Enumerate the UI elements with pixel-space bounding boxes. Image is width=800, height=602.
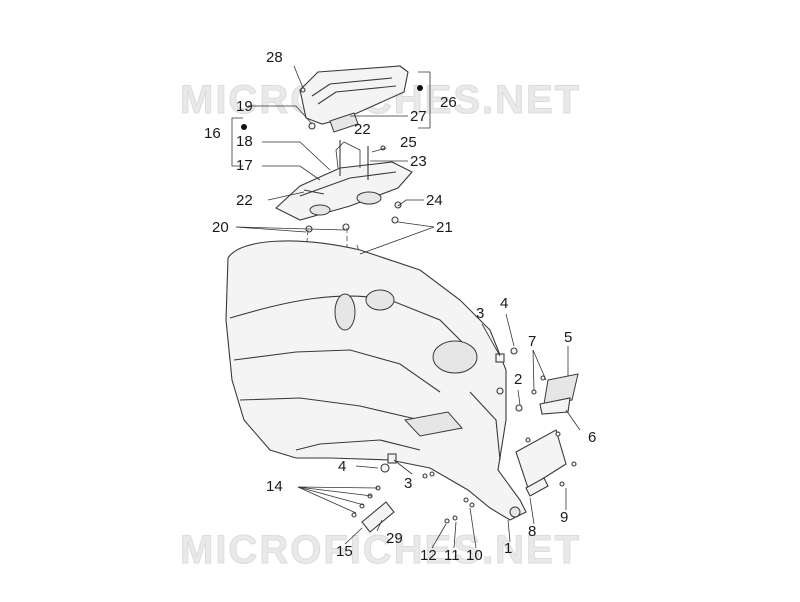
callout-27: 27 <box>410 108 427 125</box>
right-fasteners <box>380 347 546 479</box>
callout-25: 25 <box>400 134 417 151</box>
leader-lines <box>231 65 581 549</box>
callout-5: 5 <box>564 329 572 346</box>
kit-dot-16 <box>241 124 247 130</box>
callout-3-top: 3 <box>476 305 484 322</box>
callout-10: 10 <box>466 547 483 564</box>
callout-22-left: 22 <box>236 192 253 209</box>
watermark-bottom: MICROFICHES.NET <box>180 528 581 572</box>
callout-21: 21 <box>436 219 453 236</box>
callout-23: 23 <box>410 153 427 170</box>
kit-dot-26 <box>417 85 423 91</box>
callout-8: 8 <box>528 523 536 540</box>
rear-body-shell <box>225 240 527 521</box>
callout-16: 16 <box>204 125 221 142</box>
callout-28: 28 <box>266 49 283 66</box>
callout-26: 26 <box>440 94 457 111</box>
callout-4-bottom: 4 <box>338 458 346 475</box>
callout-11: 11 <box>444 547 460 564</box>
screw-28 <box>300 87 306 93</box>
rear-tray-assembly <box>275 140 413 233</box>
callout-12: 12 <box>420 547 437 564</box>
top-cover-assembly <box>299 65 409 133</box>
callout-17: 17 <box>236 157 253 174</box>
callout-22-top: 22 <box>354 121 371 138</box>
callout-6: 6 <box>588 429 596 446</box>
callout-7: 7 <box>528 333 536 350</box>
callout-4-top: 4 <box>500 295 508 312</box>
callout-2: 2 <box>514 371 522 388</box>
callout-19: 19 <box>236 98 253 115</box>
license-plate-holder <box>515 429 577 497</box>
callout-15: 15 <box>336 543 353 560</box>
callout-9: 9 <box>560 509 568 526</box>
callout-14: 14 <box>266 478 283 495</box>
callout-labels: 28 26 19 27 16 22 18 25 17 23 22 24 20 2… <box>204 49 596 564</box>
callout-20: 20 <box>212 219 229 236</box>
small-plate <box>351 485 475 533</box>
cover-pad <box>329 112 359 133</box>
callout-24: 24 <box>426 192 443 209</box>
callout-3-bottom: 3 <box>404 475 412 492</box>
reflector-assembly <box>539 373 579 415</box>
callout-18: 18 <box>236 133 253 150</box>
callout-29: 29 <box>386 530 403 547</box>
grommet-19 <box>308 122 316 130</box>
callout-1: 1 <box>504 540 512 557</box>
